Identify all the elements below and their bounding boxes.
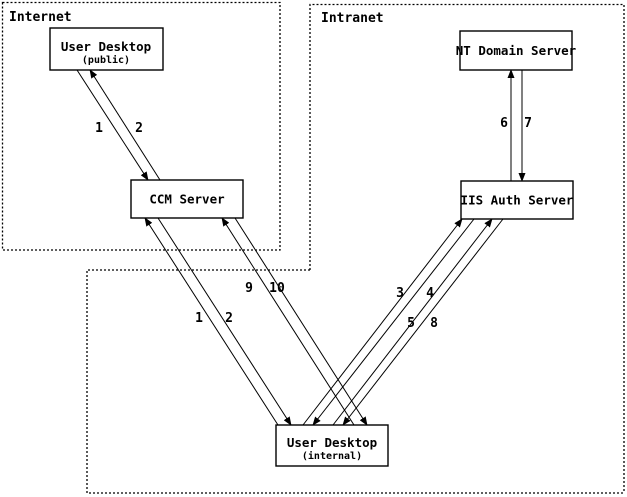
- ccm-server-title: CCM Server: [149, 192, 225, 207]
- arrow-4-iis-to-internal-desktop: [312, 218, 475, 426]
- node-nt-domain-server: NT Domain Server: [456, 30, 577, 71]
- arrow-5-internal-desktop-to-iis: [332, 218, 493, 426]
- step-label-1-public: 1: [95, 121, 103, 136]
- arrow-8-iis-to-internal-desktop: [342, 218, 504, 426]
- intranet-zone-border: [309, 3, 625, 493]
- arrow-1-internal-desktop-to-ccm: [144, 217, 279, 426]
- step-label-9: 9: [245, 281, 253, 296]
- user-desktop-internal-box: [275, 424, 389, 467]
- step-label-2-public: 2: [135, 121, 143, 136]
- arrow-2-ccm-to-public-desktop: [89, 69, 161, 181]
- node-iis-auth-server: IIS Auth Server: [460, 180, 574, 220]
- step-label-1-internal: 1: [195, 311, 203, 326]
- node-user-desktop-internal: User Desktop (internal): [275, 424, 389, 467]
- user-desktop-public-title: User Desktop: [61, 39, 151, 54]
- step-label-3: 3: [396, 286, 404, 301]
- internet-zone-border: [1, 1, 281, 251]
- user-desktop-public-box: [49, 27, 164, 71]
- iis-auth-server-box: [460, 180, 574, 220]
- internet-zone-label: Internet: [9, 10, 72, 25]
- ccm-server-box: [130, 179, 244, 219]
- arrow-10-ccm-to-internal-desktop: [234, 217, 368, 426]
- step-label-4: 4: [426, 286, 434, 301]
- iis-auth-server-title: IIS Auth Server: [461, 193, 574, 208]
- nt-domain-server-box: [459, 30, 573, 71]
- arrow-9-internal-desktop-to-ccm: [221, 217, 355, 426]
- arrow-3-internal-desktop-to-iis: [302, 218, 463, 426]
- node-ccm-server: CCM Server: [130, 179, 244, 219]
- step-label-8: 8: [430, 316, 438, 331]
- intranet-zone-label: Intranet: [321, 11, 384, 26]
- arrow-2-ccm-to-internal-desktop: [157, 217, 292, 426]
- nt-domain-server-title: NT Domain Server: [456, 43, 577, 58]
- arrow-1-public-desktop-to-ccm: [76, 69, 149, 181]
- user-desktop-internal-title: User Desktop: [287, 435, 377, 450]
- step-label-7: 7: [524, 116, 532, 131]
- user-desktop-public-subtitle: (public): [82, 54, 130, 66]
- node-user-desktop-public: User Desktop (public): [49, 27, 164, 71]
- user-desktop-internal-subtitle: (internal): [302, 450, 362, 462]
- step-label-10: 10: [269, 281, 285, 296]
- step-label-2-internal: 2: [225, 311, 233, 326]
- step-label-5: 5: [407, 316, 415, 331]
- step-label-6: 6: [500, 116, 508, 131]
